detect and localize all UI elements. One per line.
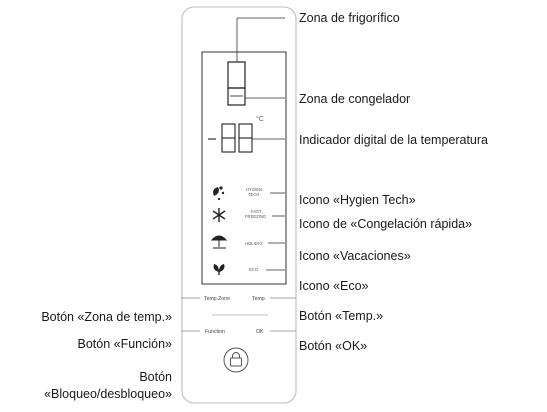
hygien-tech-label-line1: HYGIEN [246, 187, 262, 192]
holiday-label: HOLIDAY [245, 241, 263, 246]
celsius-unit: °C [256, 115, 264, 123]
eco-label: ECO [249, 267, 259, 272]
temp-zone-button-callout: Botón «Zona de temp.» [41, 310, 172, 324]
fridge-zone-icon [227, 61, 246, 106]
ok-button-callout: Botón «OK» [299, 339, 368, 353]
temp-button-label: Temp. [252, 296, 266, 302]
freezer-zone-callout: Zona de congelador [299, 92, 411, 106]
temp-button-callout: Botón «Temp.» [299, 309, 384, 323]
lock-button[interactable] [223, 347, 249, 373]
hygien-tech-icon [213, 186, 225, 201]
lock-button-callout-line2: «Bloqueo/desbloqueo» [44, 387, 172, 401]
fast-freezing-callout: Icono de «Congelación rápida» [299, 217, 473, 231]
holiday-callout: Icono «Vacaciones» [299, 249, 411, 263]
temp-zone-button-label: Temp.Zone [204, 296, 230, 302]
function-button-label: Function [205, 329, 225, 335]
hygien-tech-label-line2: TECH [248, 192, 259, 197]
hygien-tech-callout: Icono «Hygien Tech» [299, 193, 416, 207]
panel-outline [181, 6, 297, 404]
fridge-zone-callout: Zona de frigorífico [299, 11, 400, 25]
fast-freezing-label-line2: FREEZING [245, 214, 266, 219]
digital-temperature-display [208, 123, 253, 153]
lock-button-callout-line1: Botón [139, 370, 172, 384]
leaf-icon [213, 264, 225, 275]
leader-lines [236, 17, 285, 271]
digital-temp-callout: Indicador digital de la temperatura [299, 133, 489, 147]
fast-freezing-label-line1: FAST [251, 209, 262, 214]
snowflake-icon [212, 208, 226, 222]
lock-icon [230, 352, 242, 367]
function-button-callout: Botón «Función» [77, 337, 172, 351]
eco-callout: Icono «Eco» [299, 279, 369, 293]
display-window [201, 51, 287, 285]
ok-button-label: OK [256, 329, 264, 335]
beach-umbrella-icon [210, 235, 228, 249]
